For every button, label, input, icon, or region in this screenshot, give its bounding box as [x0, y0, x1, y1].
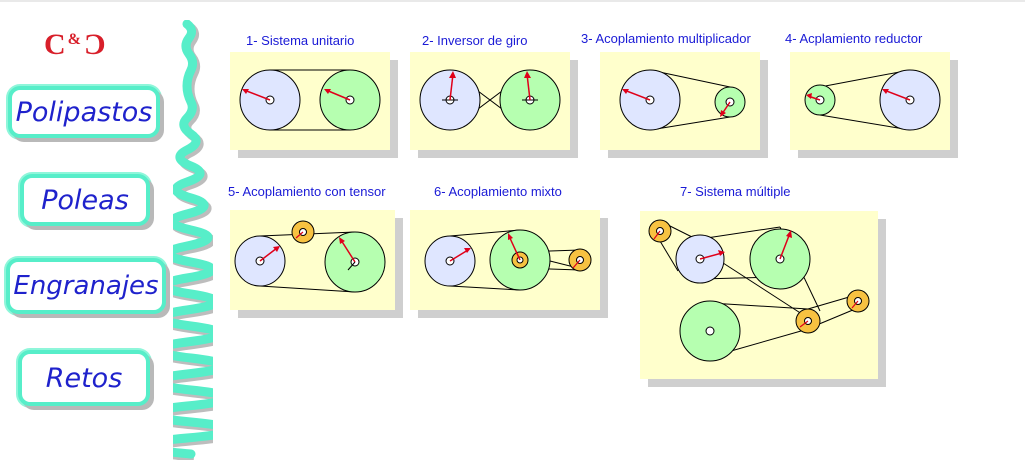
card-4-title[interactable]: 4- Acplamiento reductor	[785, 31, 923, 46]
nav-engranajes-button[interactable]: Engranajes	[6, 258, 166, 314]
card-1-title[interactable]: 1- Sistema unitario	[246, 33, 355, 48]
nav-poleas-button[interactable]: Poleas	[20, 174, 150, 226]
card-7-title[interactable]: 7- Sistema múltiple	[680, 184, 791, 199]
diagram-acoplamiento-multiplicador	[619, 69, 746, 131]
logo-letter-left: C	[44, 28, 67, 61]
card-3-title[interactable]: 3- Acoplamiento multiplicador	[581, 31, 751, 46]
logo-ampersand: &	[67, 31, 82, 48]
card-6-title[interactable]: 6- Acoplamiento mixto	[434, 184, 562, 199]
diagram-sistema-multiple	[648, 219, 870, 362]
logo-letter-right: C	[83, 28, 106, 61]
panel-acoplamiento-con-tensor[interactable]	[230, 210, 395, 310]
card-2-title[interactable]: 2- Inversor de giro	[422, 33, 528, 48]
panel-inversor-de-giro[interactable]	[410, 52, 570, 150]
card-5-title[interactable]: 5- Acoplamiento con tensor	[228, 184, 386, 199]
nav-retos-button[interactable]: Retos	[18, 350, 150, 406]
panel-acoplamiento-mixto[interactable]	[410, 210, 600, 310]
panel-acoplamiento-multiplicador[interactable]	[600, 52, 760, 150]
panel-sistema-multiple[interactable]	[640, 211, 878, 379]
diagram-acoplamiento-con-tensor	[234, 220, 386, 293]
diagram-acoplamiento-mixto	[424, 229, 592, 291]
diagram-sistema-unitario	[239, 69, 381, 131]
nav-retos-label: Retos	[45, 362, 123, 394]
diagram-acoplamiento-reductor	[804, 69, 941, 131]
panel-acoplamiento-reductor[interactable]	[790, 52, 950, 150]
nav-polipastos-button[interactable]: Polipastos	[8, 86, 160, 138]
top-divider	[0, 0, 1025, 2]
nav-polipastos-label: Polipastos	[15, 96, 153, 128]
site-logo[interactable]: C&C	[44, 28, 126, 62]
diagram-inversor-de-giro	[419, 69, 561, 131]
wavy-divider	[173, 20, 213, 460]
panel-sistema-unitario[interactable]	[230, 52, 390, 150]
nav-engranajes-label: Engranajes	[13, 271, 159, 301]
nav-poleas-label: Poleas	[41, 184, 129, 216]
